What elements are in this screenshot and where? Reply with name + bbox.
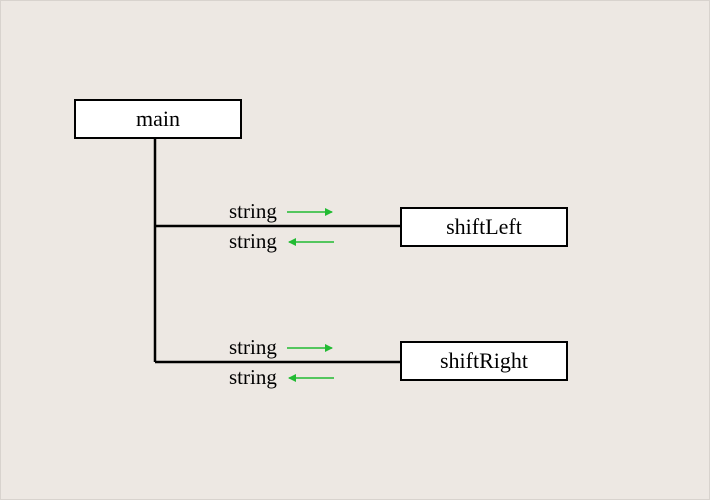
data-out-label-shiftleft: string xyxy=(229,229,277,253)
data-out-label-shiftright: string xyxy=(229,365,277,389)
module-shiftright-label: shiftRight xyxy=(439,348,528,373)
module-shiftright: shiftRight xyxy=(400,341,568,381)
module-shiftleft: shiftLeft xyxy=(400,207,568,247)
data-in-label-shiftleft: string xyxy=(229,199,277,223)
module-main-label: main xyxy=(136,106,180,131)
data-in-label-shiftright: string xyxy=(229,335,277,359)
module-main: main xyxy=(74,99,242,139)
module-shiftleft-label: shiftLeft xyxy=(446,214,522,239)
